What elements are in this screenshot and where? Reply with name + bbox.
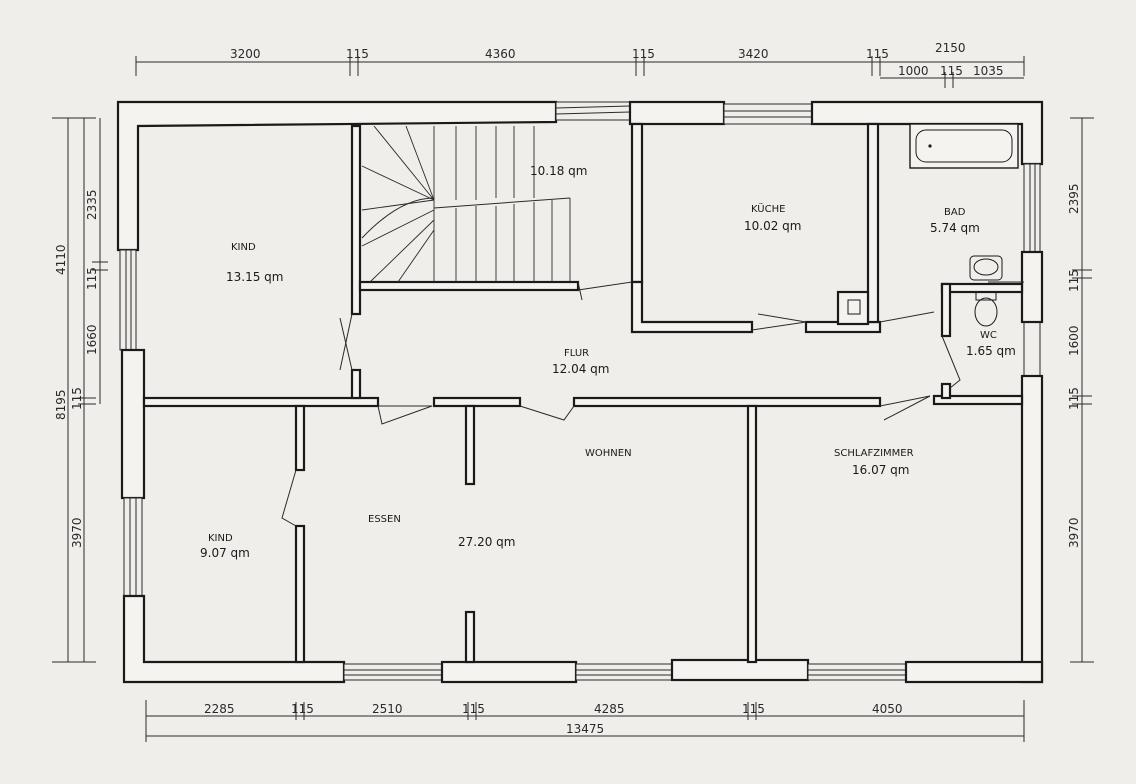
room-kind1-area: 13.15 qm [226, 270, 283, 284]
dim-left-115a: 115 [70, 387, 84, 410]
dim-right-115a: 115 [1067, 269, 1081, 292]
dim-top-1: 3200 [230, 47, 261, 61]
dim-bottom-3: 2510 [372, 702, 403, 716]
dimension-lines: 3200 115 4360 115 3420 115 2150 1000 115… [52, 41, 1094, 742]
fixtures [909, 123, 1024, 327]
dim-bottom-total: 13475 [566, 722, 604, 736]
dim-top-5: 3420 [738, 47, 769, 61]
dim-bottom-6: 115 [742, 702, 765, 716]
dim-left-lower: 3970 [70, 517, 84, 548]
room-flur-area: 12.04 qm [552, 362, 609, 376]
staircase [361, 125, 571, 283]
dim-top-7: 2150 [935, 41, 966, 55]
room-wc-name: WC [980, 330, 997, 341]
dim-top-6: 115 [866, 47, 889, 61]
room-flur-name: FLUR [564, 348, 589, 359]
bathtub-icon [909, 123, 1019, 169]
room-schlaf-area: 16.07 qm [852, 463, 909, 477]
washbasin-icon [969, 255, 1003, 281]
inner-walls [142, 122, 1024, 664]
dim-bottom-7: 4050 [872, 702, 903, 716]
dim-top-3: 4360 [485, 47, 516, 61]
dim-right-3970: 3970 [1067, 517, 1081, 548]
dim-left-115b: 115 [85, 267, 99, 290]
dim-top-sub-1: 1000 [898, 64, 929, 78]
room-labels: KIND 13.15 qm 10.18 qm KÜCHE 10.02 qm BA… [200, 164, 1016, 560]
room-essen-area: 27.20 qm [458, 535, 515, 549]
dim-left-2335: 2335 [85, 189, 99, 220]
dim-right-2395: 2395 [1067, 183, 1081, 214]
dim-right-1600: 1600 [1067, 325, 1081, 356]
room-wohnen-name: WOHNEN [585, 448, 632, 459]
room-kind2-name: KIND [208, 533, 233, 544]
room-kueche-area: 10.02 qm [744, 219, 801, 233]
dim-bottom-2: 115 [291, 702, 314, 716]
dim-left-1660: 1660 [85, 324, 99, 355]
outer-walls [116, 100, 1044, 684]
room-bad-area: 5.74 qm [930, 221, 980, 235]
room-kueche-name: KÜCHE [751, 202, 785, 215]
dim-top-2: 115 [346, 47, 369, 61]
dim-top-sub-3: 1035 [973, 64, 1004, 78]
doors [281, 281, 961, 527]
room-wc-area: 1.65 qm [966, 344, 1016, 358]
dim-bottom-1: 2285 [204, 702, 235, 716]
room-kind1-name: KIND [231, 242, 256, 253]
dim-top-sub-2: 115 [940, 64, 963, 78]
room-bad-name: BAD [944, 207, 966, 218]
dim-right-115b: 115 [1067, 387, 1081, 410]
room-kind2-area: 9.07 qm [200, 546, 250, 560]
dim-left-total: 8195 [54, 389, 68, 420]
dim-bottom-4: 115 [462, 702, 485, 716]
dim-left-upper: 4110 [54, 244, 68, 275]
room-essen-name: ESSEN [368, 514, 401, 525]
room-stair-area: 10.18 qm [530, 164, 587, 178]
toilet-icon [974, 291, 998, 327]
dim-top-4: 115 [632, 47, 655, 61]
room-schlaf-name: SCHLAFZIMMER [834, 448, 914, 459]
dim-bottom-5: 4285 [594, 702, 625, 716]
